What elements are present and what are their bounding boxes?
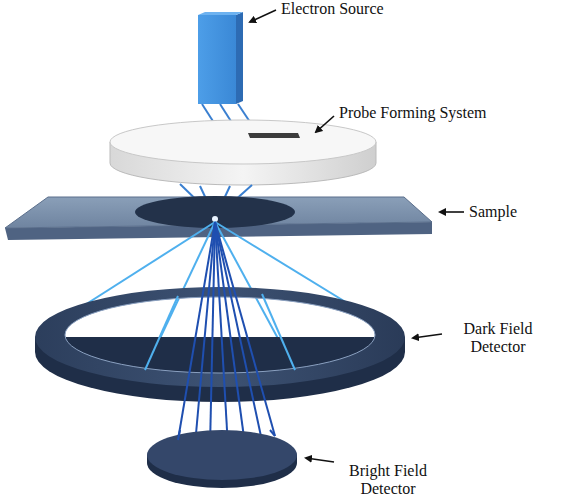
- probe-forming-disk: [110, 120, 376, 185]
- bright-field-disk: [147, 430, 297, 488]
- electron-source: [198, 12, 243, 104]
- bright-field-beams: [178, 222, 275, 447]
- source-label: Electron Source: [281, 0, 384, 18]
- sample-label: Sample: [469, 203, 517, 221]
- bright-field-label: Bright Field Detector: [326, 462, 450, 498]
- leader-arrows: [250, 10, 464, 462]
- probe-label: Probe Forming System: [339, 104, 487, 122]
- dark-field-label: Dark Field Detector: [440, 320, 556, 356]
- bright-field-beam-ends: [178, 430, 275, 440]
